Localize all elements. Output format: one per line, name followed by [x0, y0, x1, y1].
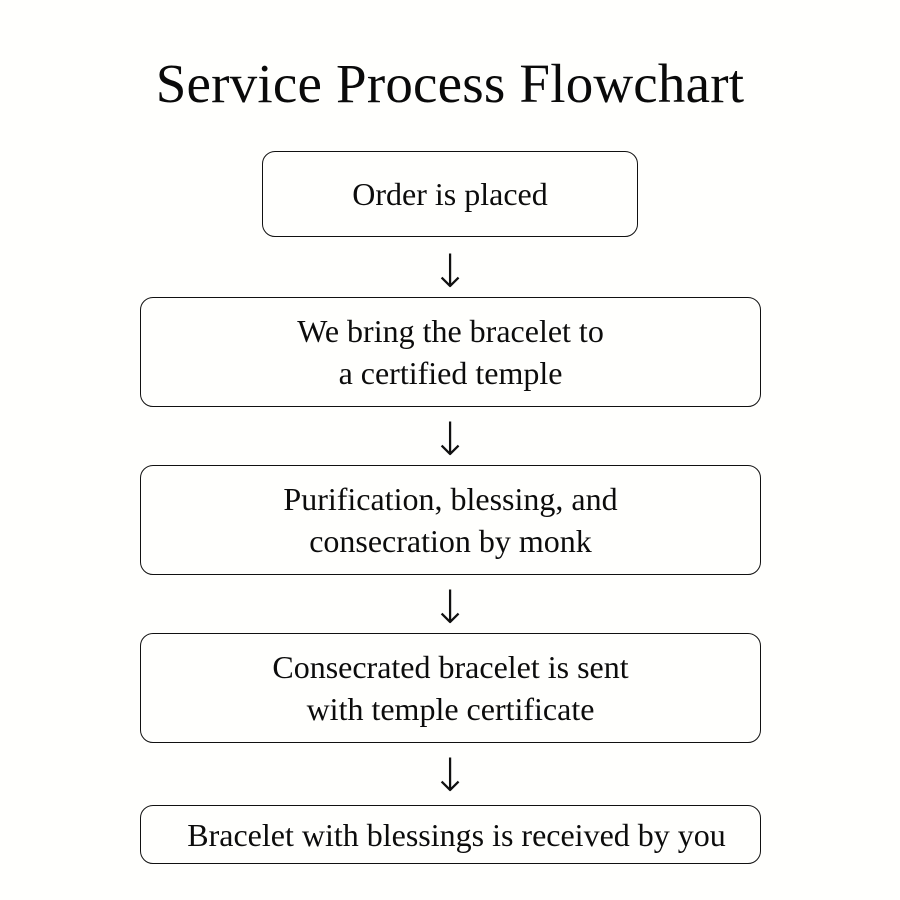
flow-node-label: Bracelet with blessings is received by y… — [187, 816, 726, 853]
flow-node-purification-blessing: Purification, blessing, and consecration… — [140, 465, 761, 575]
flow-node-label: Purification, blessing, and consecration… — [283, 481, 618, 559]
down-arrow-icon: ↓ — [430, 748, 470, 802]
down-arrow-icon: ↓ — [430, 580, 470, 634]
flow-node-label: Consecrated bracelet is sent with temple… — [272, 649, 629, 727]
flow-node-bring-to-temple: We bring the bracelet to a certified tem… — [140, 297, 761, 407]
flow-node-label: We bring the bracelet to a certified tem… — [297, 313, 604, 391]
flow-node-label: Order is placed — [352, 176, 548, 212]
down-arrow-icon: ↓ — [430, 244, 470, 298]
flow-node-bracelet-sent: Consecrated bracelet is sent with temple… — [140, 633, 761, 743]
page-title: Service Process Flowchart — [155, 53, 745, 114]
flow-node-order-placed: Order is placed — [262, 151, 638, 237]
flow-node-bracelet-received: Bracelet with blessings is received by y… — [140, 805, 761, 864]
down-arrow-icon: ↓ — [430, 412, 470, 466]
